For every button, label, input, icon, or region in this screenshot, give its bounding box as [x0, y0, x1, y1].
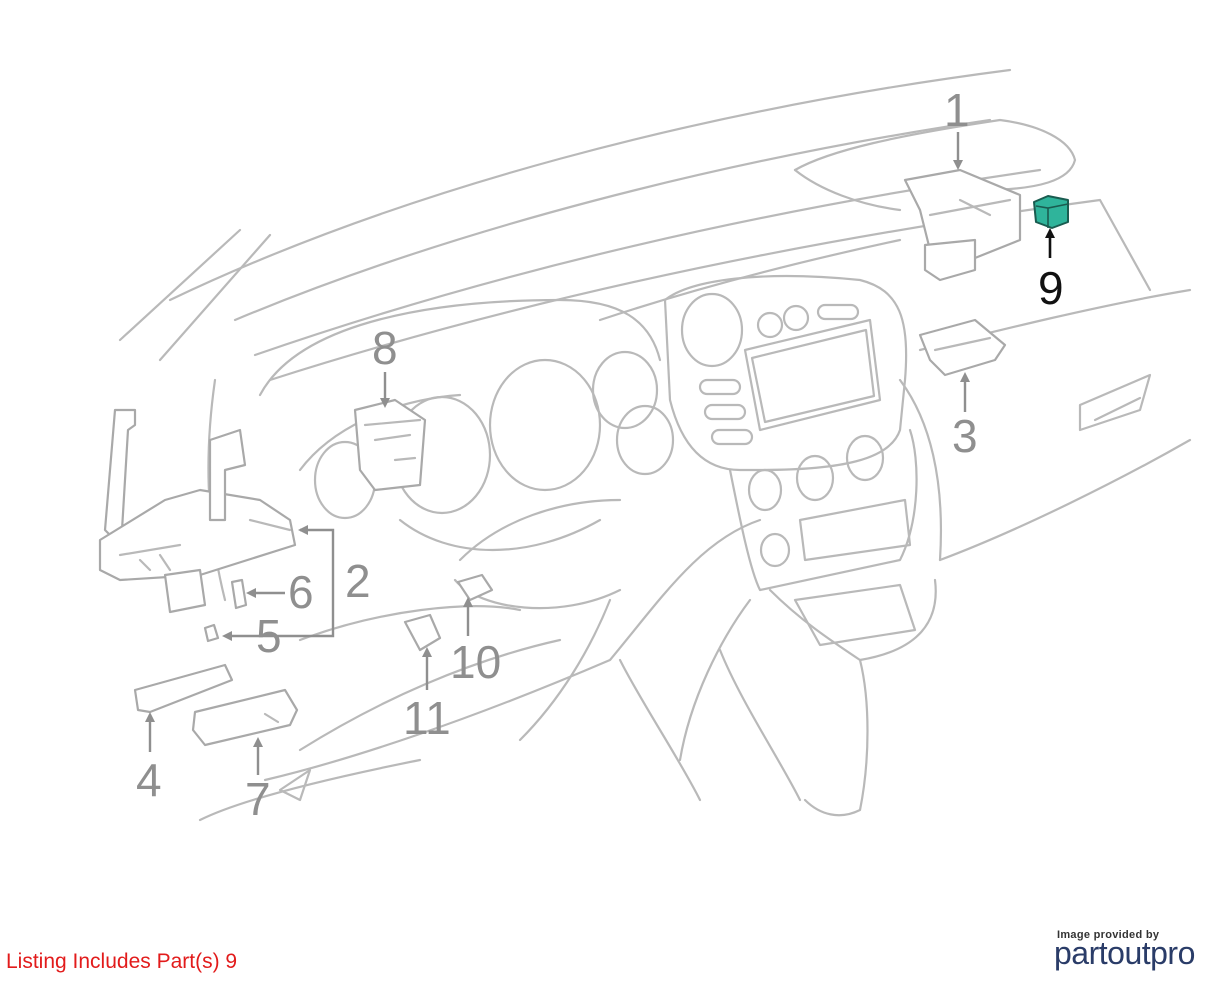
part-11-switch — [403, 613, 442, 652]
part-2-junction-block — [98, 408, 297, 614]
callout-4: 4 — [136, 754, 162, 806]
part-10-switch — [456, 573, 494, 602]
callout-3: 3 — [952, 410, 978, 462]
callout-6: 6 — [288, 566, 314, 618]
listing-note: Listing Includes Part(s) 9 — [6, 950, 238, 973]
callout-8: 8 — [372, 322, 398, 374]
part-5-bulb — [203, 623, 220, 643]
part-4-cover — [133, 663, 234, 714]
partoutpro-logo: partoutpro — [1054, 935, 1195, 971]
callout-2: 2 — [345, 555, 371, 607]
part-1-module — [903, 168, 1022, 282]
callout-9: 9 — [1038, 262, 1064, 314]
callout-11: 11 — [403, 692, 451, 744]
callout-10: 10 — [450, 636, 501, 688]
part-3-bracket — [918, 318, 1007, 377]
part-7-panel — [191, 688, 299, 747]
leader-lines — [145, 132, 1055, 775]
part-9-highlighted — [1033, 195, 1069, 229]
callout-7: 7 — [245, 773, 271, 825]
part-6-fuse — [230, 578, 248, 610]
callout-5: 5 — [256, 610, 282, 662]
callout-1: 1 — [944, 84, 970, 136]
image-credit-caption: Image provided by — [1057, 929, 1160, 941]
callout-labels: 1 2 3 4 5 6 7 8 9 10 11 — [136, 84, 1064, 825]
part-8-relay-module — [353, 398, 427, 492]
